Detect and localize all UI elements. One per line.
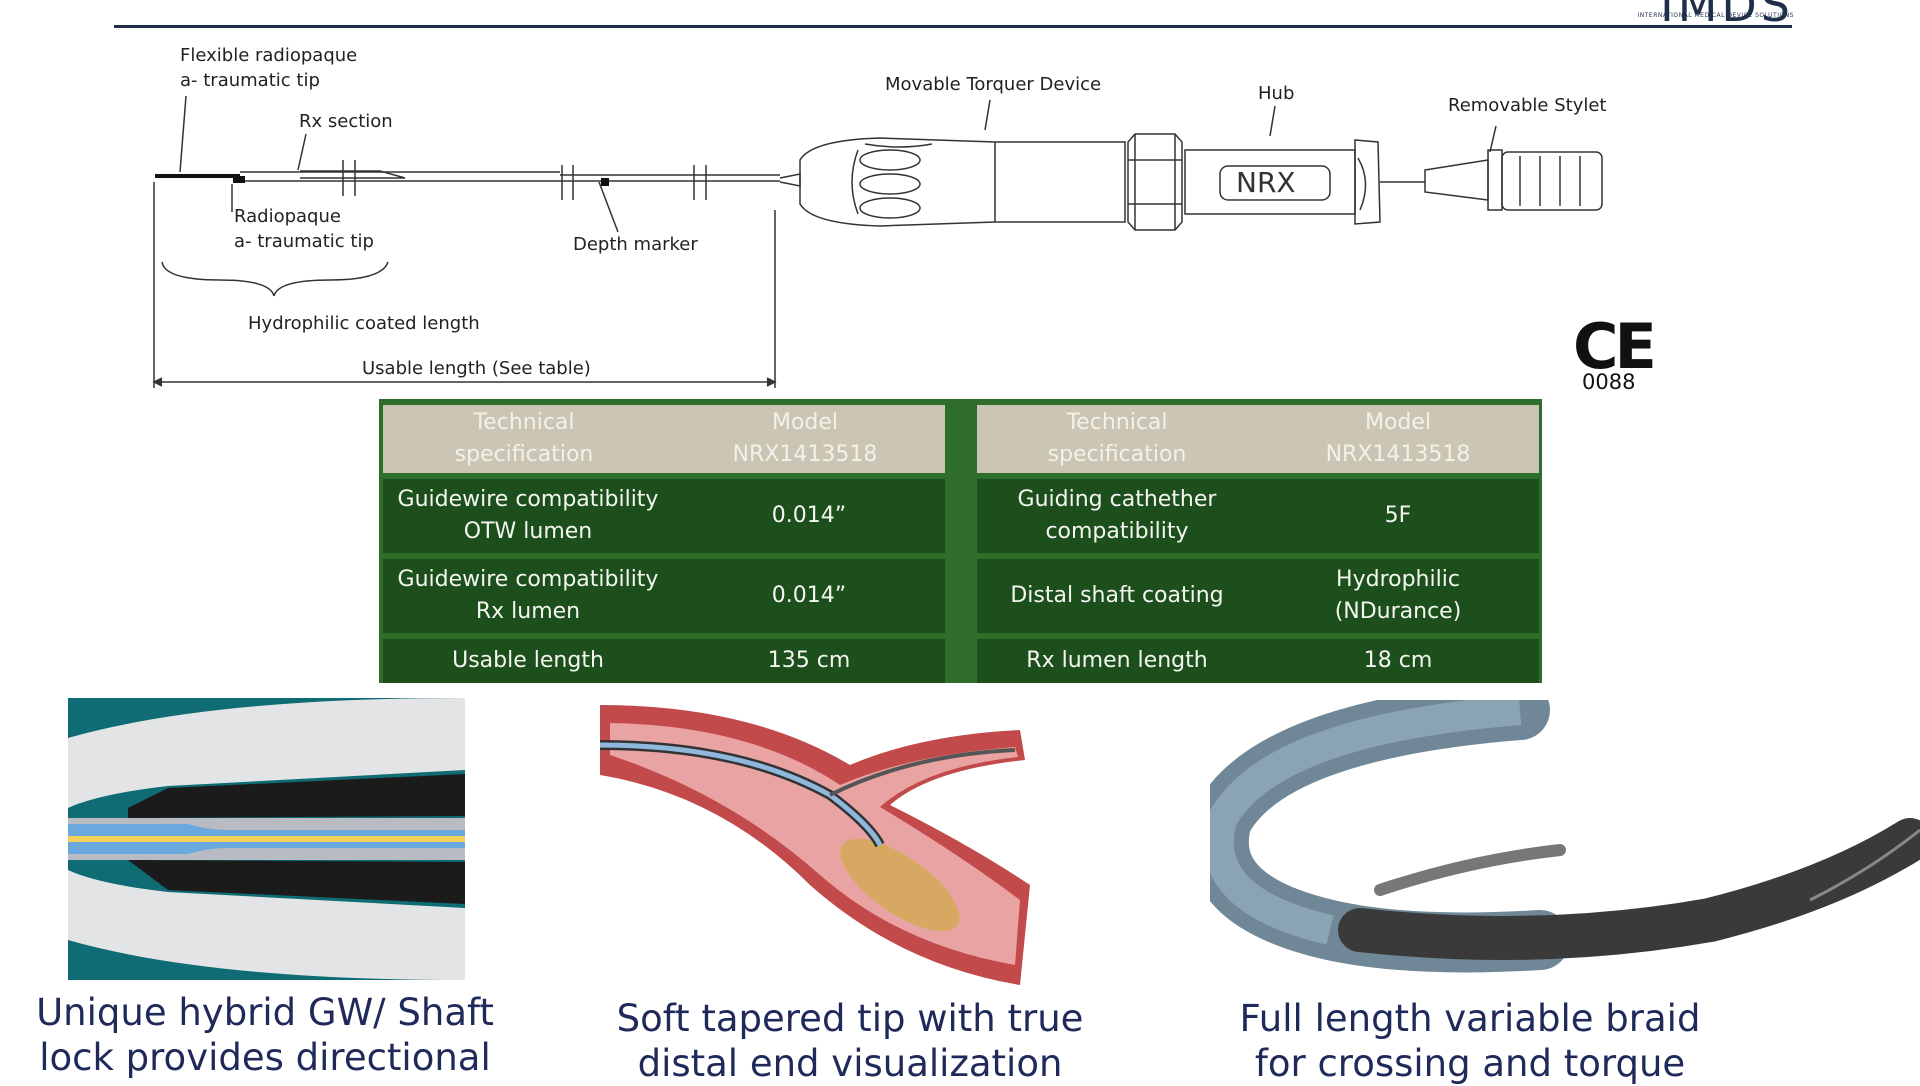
- feature-caption-1: Unique hybrid GW/ Shaft lock provides di…: [36, 991, 494, 1079]
- spec-name: Distal shaft coating: [1010, 583, 1224, 608]
- spec-table-right: Technical specification Model NRX1413518…: [977, 405, 1539, 683]
- spec-name: Rx lumen length: [1026, 648, 1208, 673]
- spec-value: 5F: [1384, 503, 1412, 528]
- spec-value: 0.014”: [771, 583, 847, 608]
- brand-logo-subtitle: INTERNATIONAL MEDICAL DEVICE SOLUTIONS: [1637, 12, 1794, 19]
- ce-mark: CE: [1573, 310, 1657, 383]
- stylet-shape: [1424, 159, 1489, 201]
- header-technical-spec: Technical specification: [454, 410, 594, 467]
- label-flexible-tip-line2: a- traumatic tip: [180, 70, 320, 91]
- spec-value: 18 cm: [1363, 648, 1433, 673]
- spec-table-container: Technical specification Model NRX1413518…: [379, 399, 1542, 683]
- spec-table-left: Technical specification Model NRX1413518…: [383, 405, 945, 683]
- table-header: Technical specification Model NRX1413518: [383, 405, 945, 473]
- brand-logo: IMDS: [1660, 0, 1794, 32]
- table-row: Distal shaft coating Hydrophilic(NDuranc…: [977, 559, 1539, 633]
- feature-caption-2: Soft tapered tip with true distal end vi…: [616, 997, 1084, 1085]
- header-model: Model NRX1413518: [1325, 410, 1471, 467]
- spec-name: Usable length: [452, 648, 604, 673]
- torquer-shape: [799, 137, 1126, 227]
- label-hydrophilic-coated: Hydrophilic coated length: [248, 313, 480, 334]
- label-rx-section: Rx section: [299, 111, 393, 132]
- feature-caption-3: Full length variable braid for crossing …: [1239, 997, 1701, 1085]
- hybrid-lock-illustration: [68, 698, 465, 980]
- label-hub: Hub: [1258, 83, 1295, 104]
- ce-number: 0088: [1582, 370, 1636, 394]
- depth-marker-shape: [601, 178, 609, 186]
- spec-value: 0.014”: [771, 503, 847, 528]
- table-row: Usable length 135 cm: [383, 639, 945, 683]
- table-header: Technical specification Model NRX1413518: [977, 405, 1539, 473]
- spec-value: Hydrophilic(NDurance): [1334, 567, 1462, 624]
- label-flexible-tip-line1: Flexible radiopaque: [180, 45, 358, 66]
- label-radiopaque-line1: Radiopaque: [234, 206, 341, 227]
- header-technical-spec: Technical specification: [1047, 410, 1187, 467]
- braided-catheter-illustration: [1210, 700, 1920, 973]
- header-rule: [114, 25, 1792, 28]
- label-usable-length: Usable length (See table): [362, 358, 591, 379]
- label-radiopaque-line2: a- traumatic tip: [234, 231, 374, 252]
- table-row: Rx lumen length 18 cm: [977, 639, 1539, 683]
- label-movable-torquer: Movable Torquer Device: [885, 74, 1102, 95]
- header-model: Model NRX1413518: [732, 410, 878, 467]
- label-removable-stylet: Removable Stylet: [1448, 95, 1607, 116]
- hub-brand-text: NRX: [1236, 166, 1296, 199]
- vessel-tip-illustration: [599, 705, 1030, 985]
- spec-value: 135 cm: [767, 648, 851, 673]
- label-depth-marker: Depth marker: [573, 234, 698, 255]
- catheter-diagram: [152, 95, 1603, 388]
